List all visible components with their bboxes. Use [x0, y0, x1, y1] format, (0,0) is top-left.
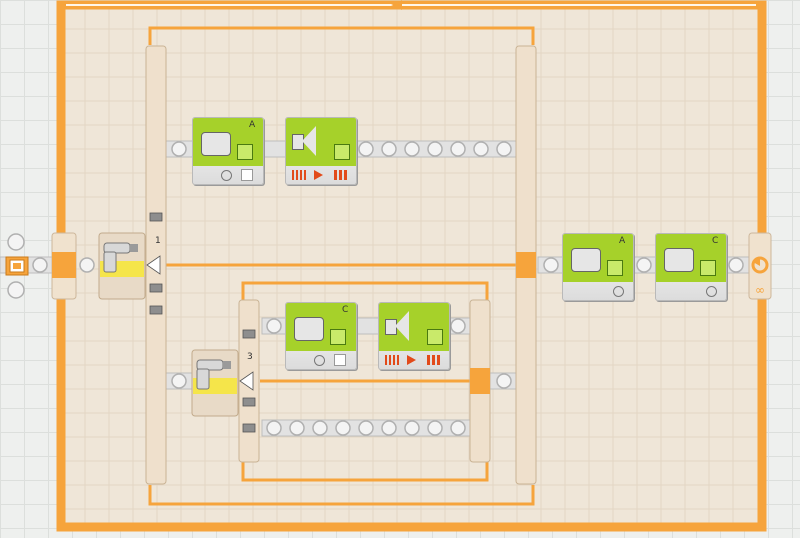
motor-block-c-inner[interactable]: C [285, 302, 357, 370]
motor-port-label: C [342, 305, 349, 315]
switch-3-sensor-block[interactable] [191, 349, 239, 417]
sound-block-inner[interactable] [378, 302, 450, 370]
motor-block-c-right[interactable]: C [655, 233, 727, 301]
output-plug-icon [427, 329, 443, 345]
loop-arrow-icon [391, 0, 402, 10]
motor-block-a-right[interactable]: A [562, 233, 634, 301]
switch-3-case-label: 3 [247, 352, 253, 362]
volume-icon [292, 170, 306, 180]
power-icon [221, 170, 232, 181]
signal-icon [427, 355, 441, 365]
loop-end-block[interactable]: ∞ [751, 256, 769, 297]
switch-3-plugs[interactable] [239, 329, 256, 433]
start-circles [7, 233, 25, 299]
motor-icon [294, 317, 324, 341]
power-icon [706, 286, 717, 297]
stop-icon [241, 169, 253, 181]
switch-1-plugs[interactable] [146, 212, 163, 315]
output-plug-icon [700, 260, 716, 276]
stop-icon [334, 354, 346, 366]
signal-icon [334, 170, 348, 180]
hand-sensor-icon [103, 242, 138, 273]
motor-port-label: A [619, 236, 626, 246]
power-icon [613, 286, 624, 297]
motor-icon [664, 248, 694, 272]
power-icon [314, 355, 325, 366]
motor-icon [571, 248, 601, 272]
motor-block-a-top[interactable]: A [192, 117, 264, 185]
infinity-icon: ∞ [755, 283, 765, 297]
speaker-icon [292, 124, 328, 158]
motor-port-label: A [249, 120, 256, 130]
sound-block-top[interactable] [285, 117, 357, 185]
output-plug-icon [237, 144, 253, 160]
hand-sensor-icon [196, 359, 231, 390]
volume-icon [385, 355, 399, 365]
switch-3-frame [241, 281, 489, 482]
speaker-icon [385, 309, 421, 343]
output-plug-icon [607, 260, 623, 276]
play-icon [314, 170, 323, 180]
motor-icon [201, 132, 231, 156]
svg-text:∞: ∞ [755, 283, 765, 297]
switch-3-right-beam[interactable] [469, 299, 491, 463]
output-plug-icon [334, 144, 350, 160]
motor-port-label: C [712, 236, 719, 246]
play-icon [407, 355, 416, 365]
output-plug-icon [330, 329, 346, 345]
loop-start-beam[interactable] [51, 232, 77, 300]
switch-1-case-label: 1 [155, 236, 161, 246]
loop-icon [751, 256, 769, 274]
switch-1-sensor-block[interactable] [98, 232, 146, 300]
switch-1-frame [148, 26, 535, 506]
start-icon[interactable] [5, 256, 29, 276]
beam-circles [32, 141, 744, 436]
switch-1-right-beam[interactable] [515, 45, 537, 485]
